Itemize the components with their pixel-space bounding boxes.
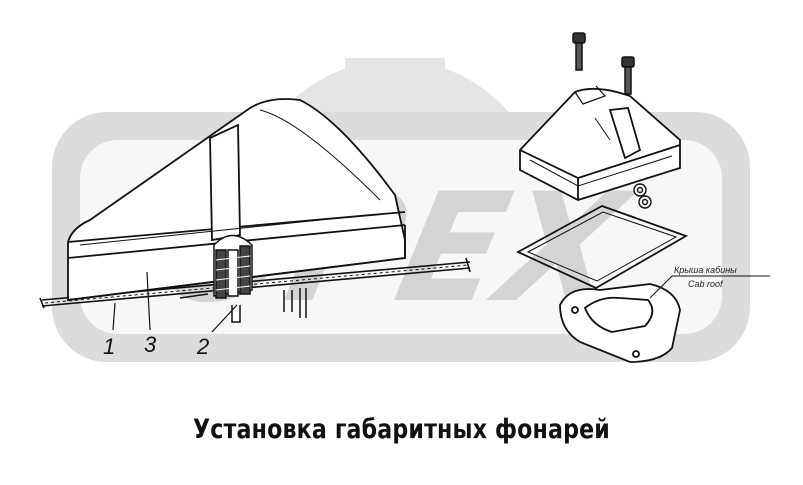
marker-lamp-body (67, 98, 406, 302)
roof-label-en: Cab roof (688, 279, 724, 289)
marker-lamp-exploded (519, 85, 681, 201)
cab-roof-plate (559, 283, 681, 363)
callout-2: 2 (196, 334, 209, 359)
fastener-assembly (179, 234, 307, 323)
figure-title: Установка габаритных фонарей (193, 414, 610, 445)
callout-leaders (112, 271, 238, 333)
callout-1: 1 (103, 334, 115, 359)
screw-left (572, 32, 586, 71)
screw-right (621, 56, 635, 95)
roof-label-ru: Крыша кабины (674, 265, 737, 275)
roof-label-leader (649, 275, 770, 299)
nut-washer (633, 183, 652, 209)
gasket-frame (516, 205, 689, 290)
callout-3: 3 (144, 332, 157, 357)
